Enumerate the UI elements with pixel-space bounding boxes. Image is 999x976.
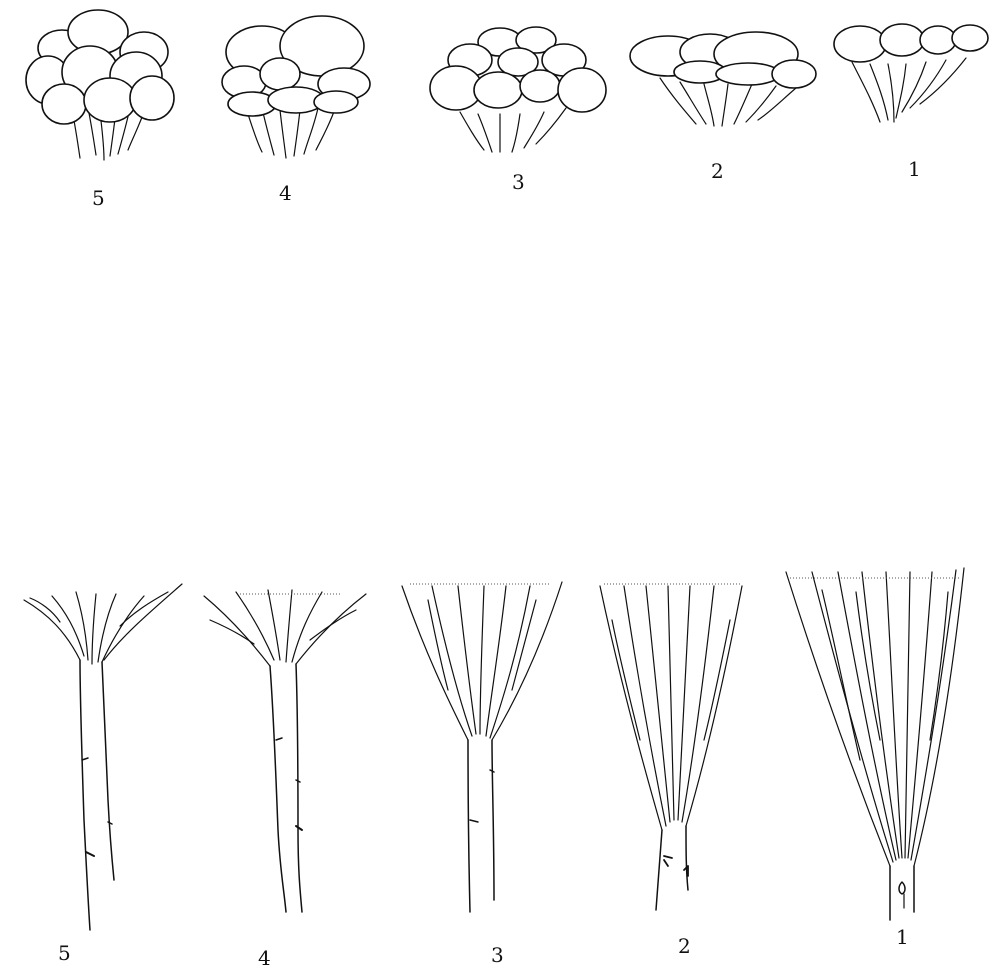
bottom-label-4: 4: [258, 946, 271, 970]
trunk: [656, 826, 688, 910]
branching-diagram-4: [204, 590, 366, 912]
branching-diagram-1: [786, 568, 964, 920]
crown-branches: [786, 568, 964, 866]
foliage-clumps: [834, 24, 988, 62]
top-label-2: 2: [711, 159, 724, 183]
top-label-4: 4: [279, 181, 292, 205]
crown-diagram-3: [430, 27, 606, 152]
crown-branches: [24, 584, 182, 664]
bark-marks: [899, 882, 905, 908]
crown-branches: [204, 590, 366, 666]
top-label-5: 5: [92, 186, 105, 210]
crown-diagram-4: [222, 16, 370, 158]
foliage-clumps: [26, 10, 174, 124]
crown-diagram-1: [834, 24, 988, 122]
branching-diagram-5: [24, 584, 182, 930]
bottom-label-3: 3: [491, 943, 504, 967]
branching-diagram-2: [600, 584, 742, 910]
crown-stems: [852, 58, 966, 122]
bottom-label-2: 2: [678, 934, 691, 958]
bottom-label-5: 5: [58, 941, 71, 965]
trunk: [890, 866, 914, 920]
trunk: [80, 660, 114, 930]
crown-branches: [402, 582, 562, 740]
crown-diagram-5: [26, 10, 174, 160]
foliage-clumps: [630, 32, 816, 88]
crown-branches: [600, 584, 742, 830]
foliage-clumps: [222, 16, 370, 116]
bottom-label-1: 1: [896, 925, 909, 949]
bark-marks: [470, 770, 494, 822]
crown-stems: [660, 78, 796, 126]
top-label-1: 1: [908, 157, 921, 181]
trunk: [270, 664, 302, 912]
bark-marks: [664, 856, 688, 876]
crown-diagram-2: [630, 32, 816, 126]
foliage-clumps: [430, 27, 606, 112]
trunk: [468, 740, 494, 912]
top-label-3: 3: [512, 170, 525, 194]
branching-diagram-3: [402, 582, 562, 912]
crown-stems: [460, 108, 566, 152]
